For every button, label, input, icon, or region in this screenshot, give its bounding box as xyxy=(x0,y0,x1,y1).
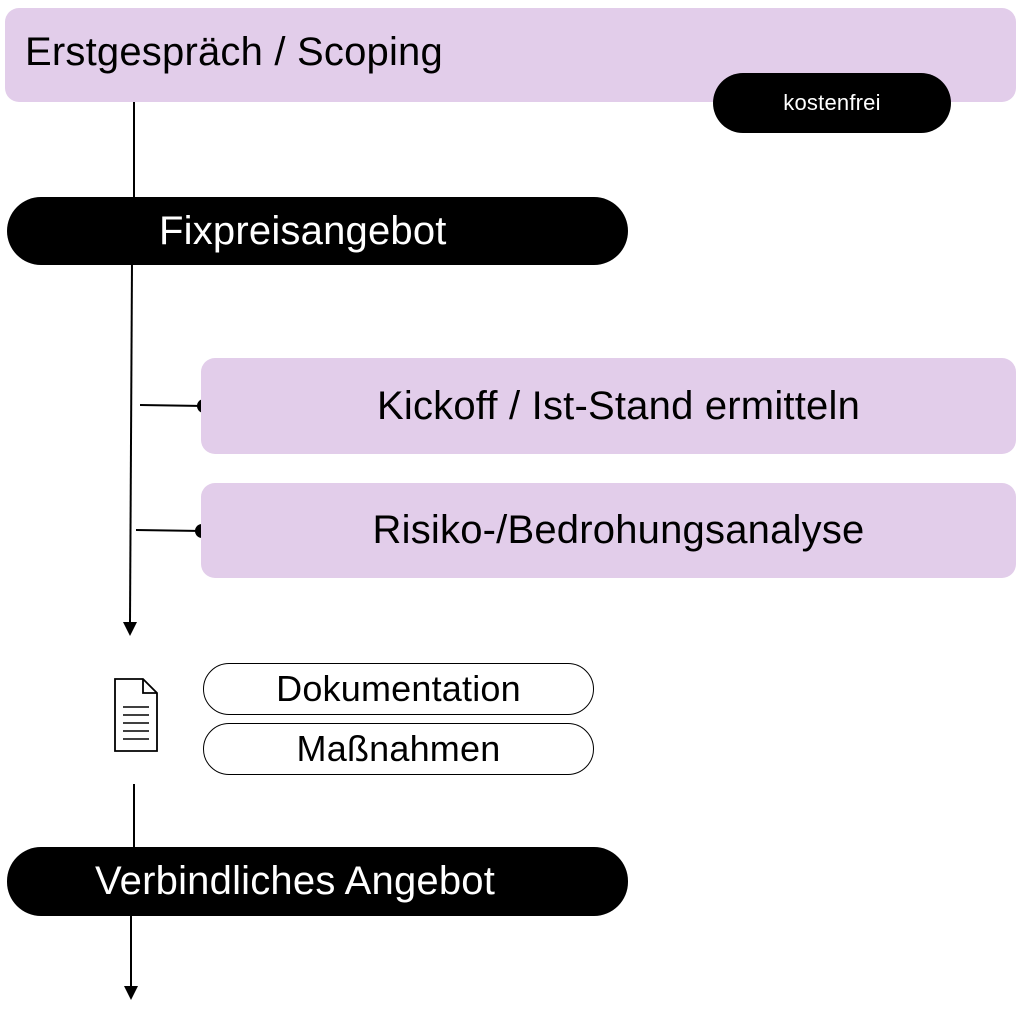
arrow-down-icon xyxy=(123,622,137,636)
step-kickoff-label: Kickoff / Ist-Stand ermitteln xyxy=(376,383,861,428)
step-risk-analysis: Risiko-/Bedrohungsanalyse xyxy=(201,483,1016,578)
step-scoping: Erstgespräch / Scoping xyxy=(5,8,1016,102)
step-fixed-offer-label: Fixpreisangebot xyxy=(159,208,447,253)
deliverable-documentation-label: Dokumentation xyxy=(276,668,521,709)
deliverable-measures: Maßnahmen xyxy=(203,723,594,775)
step-binding-offer-label: Verbindliches Angebot xyxy=(95,859,496,903)
deliverable-documentation: Dokumentation xyxy=(203,663,594,715)
step-binding-offer: Verbindliches Angebot xyxy=(7,847,628,916)
step-risk-analysis-label: Risiko-/Bedrohungsanalyse xyxy=(372,508,865,552)
connector-line-main-vertical xyxy=(129,261,133,623)
branch-line-kickoff xyxy=(139,404,205,407)
branch-line-risk-analysis xyxy=(135,529,203,532)
badge-free: kostenfrei xyxy=(713,73,951,133)
badge-free-label: kostenfrei xyxy=(783,90,881,115)
deliverable-measures-label: Maßnahmen xyxy=(296,728,501,769)
document-icon xyxy=(114,678,158,752)
step-kickoff: Kickoff / Ist-Stand ermitteln xyxy=(201,358,1016,454)
arrow-down-end-icon xyxy=(124,986,138,1000)
step-scoping-label: Erstgespräch / Scoping xyxy=(25,29,443,74)
step-fixed-offer: Fixpreisangebot xyxy=(7,197,628,265)
